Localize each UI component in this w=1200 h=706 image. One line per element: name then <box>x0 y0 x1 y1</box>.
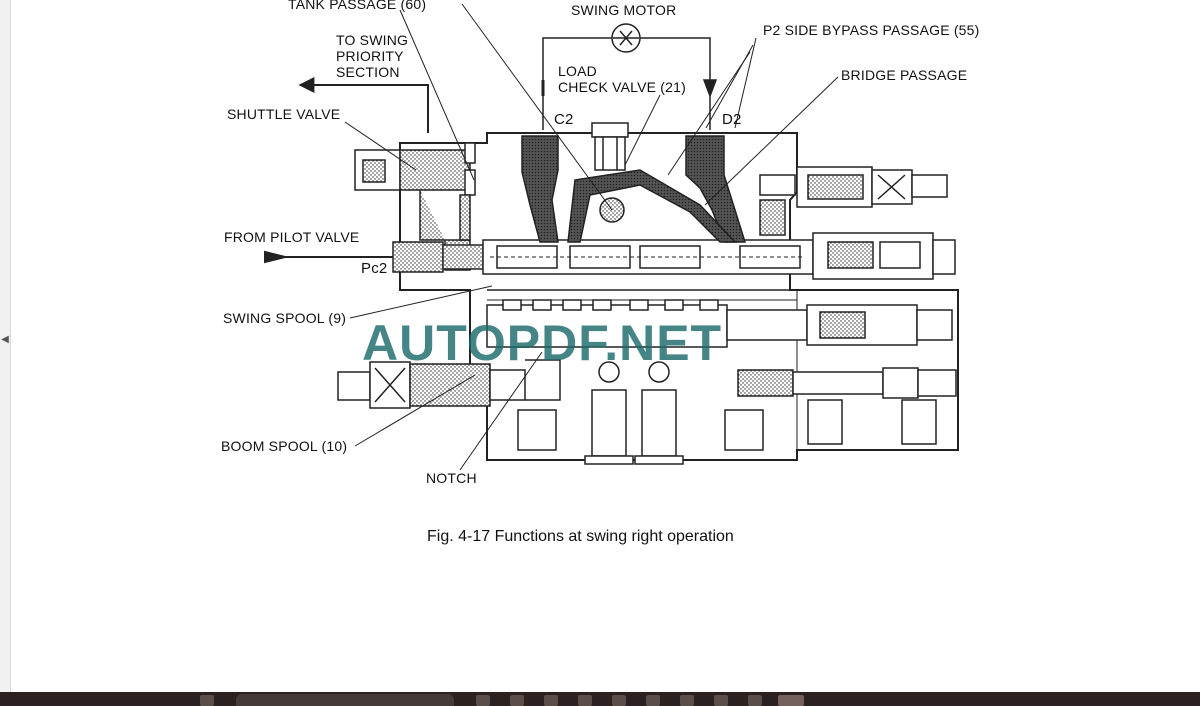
label-p2-side-bypass: P2 SIDE BYPASS PASSAGE (55) <box>763 22 980 38</box>
label-boom-spool: BOOM SPOOL (10) <box>221 438 348 454</box>
taskbar-app-icon[interactable] <box>544 695 558 706</box>
document-page: TANK PASSAGE (60) SWING MOTOR P2 SIDE BY… <box>11 0 1200 692</box>
taskbar-app-icon[interactable] <box>510 695 524 706</box>
label-load-check-2: CHECK VALVE (21) <box>558 79 686 95</box>
chevron-left-icon[interactable]: ◀ <box>1 334 9 345</box>
shuttle-valve-block <box>354 142 476 196</box>
label-port-c2: C2 <box>554 111 574 128</box>
taskbar-app-icon[interactable] <box>578 695 592 706</box>
flow-arrows <box>264 77 429 264</box>
lower-ports <box>517 361 937 465</box>
label-load-check-1: LOAD <box>558 63 597 79</box>
label-from-pilot-valve: FROM PILOT VALVE <box>224 229 360 245</box>
taskbar-app-icon-active[interactable] <box>778 695 804 706</box>
taskbar-app-icon[interactable] <box>748 695 762 706</box>
taskbar-app-icon[interactable] <box>612 695 626 706</box>
label-swing-spool: SWING SPOOL (9) <box>223 310 347 326</box>
port-passages <box>521 135 747 243</box>
valve-diagram <box>264 3 959 471</box>
label-shuttle-valve: SHUTTLE VALVE <box>227 106 341 122</box>
label-to-swing-priority-1: TO SWING <box>336 32 409 48</box>
taskbar-app-icon[interactable] <box>646 695 660 706</box>
taskbar-app-icon[interactable] <box>476 695 490 706</box>
taskbar <box>0 692 1200 706</box>
taskbar-app-icon[interactable] <box>200 695 214 706</box>
load-check-valve <box>591 122 629 171</box>
label-bridge-passage: BRIDGE PASSAGE <box>841 67 968 83</box>
lower-right-spool <box>737 367 957 399</box>
boom-spool-bore <box>486 299 953 348</box>
swing-spool-bore <box>482 232 956 280</box>
left-panel-toggle[interactable]: ◀ <box>0 0 11 692</box>
label-port-d2: D2 <box>722 111 742 128</box>
label-to-swing-priority-3: SECTION <box>336 64 400 80</box>
boom-actuator <box>337 359 561 409</box>
taskbar-search[interactable] <box>236 694 454 706</box>
label-port-pc2: Pc2 <box>361 260 388 277</box>
label-tank-passage: TANK PASSAGE (60) <box>288 0 427 12</box>
watermark: AUTOPDF.NET <box>362 315 723 371</box>
taskbar-app-icon[interactable] <box>714 695 728 706</box>
pilot-passage <box>392 190 484 273</box>
label-to-swing-priority-2: PRIORITY <box>336 48 404 64</box>
label-notch: NOTCH <box>426 470 477 486</box>
figure-caption: Fig. 4-17 Functions at swing right opera… <box>427 528 734 545</box>
label-swing-motor: SWING MOTOR <box>571 2 677 18</box>
taskbar-app-icon[interactable] <box>680 695 694 706</box>
upper-right-relief <box>759 166 948 236</box>
leader-lines <box>344 3 839 471</box>
swing-motor-circuit <box>541 23 718 130</box>
